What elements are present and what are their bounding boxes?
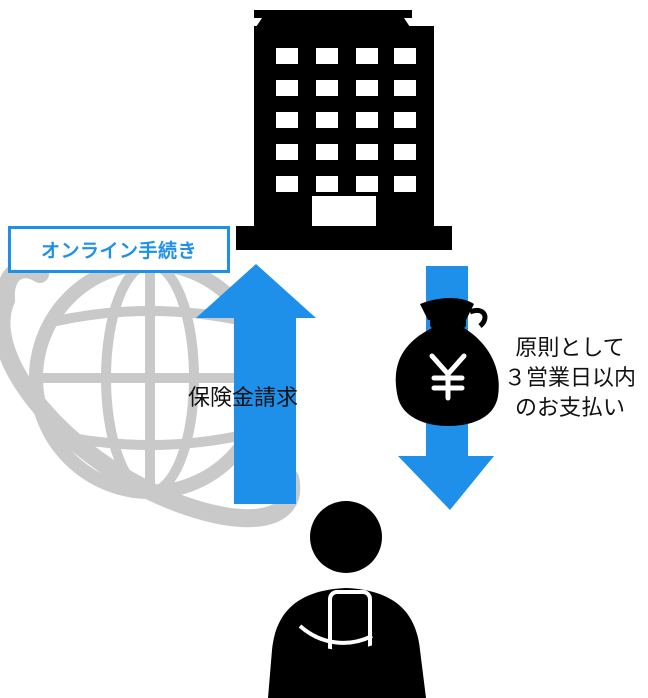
claim-arrow	[196, 264, 316, 504]
payment-note-line: 原則として	[515, 336, 625, 361]
payment-note: 原則として ３営業日以内 のお支払い	[492, 334, 648, 424]
claim-label: 保険金請求	[188, 386, 299, 411]
person-with-smartphone-icon	[268, 501, 426, 698]
online-procedure-label: オンライン手続き	[40, 240, 197, 262]
office-building-icon	[236, 10, 452, 250]
online-procedure-badge: オンライン手続き	[8, 226, 230, 273]
payment-note-line: のお支払い	[514, 396, 625, 421]
yen-money-bag-icon	[395, 298, 499, 426]
payment-note-line: ３営業日以内	[503, 366, 636, 391]
